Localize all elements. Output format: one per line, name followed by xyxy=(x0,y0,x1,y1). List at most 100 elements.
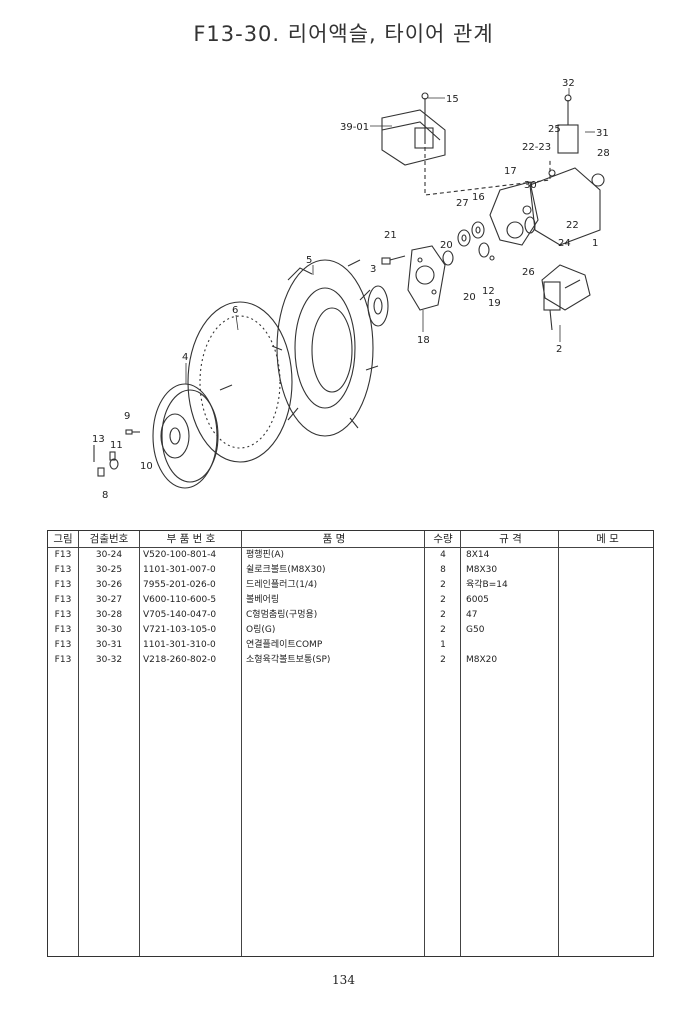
callout-19: 19 xyxy=(488,298,501,309)
header-spec: 규 격 xyxy=(499,533,522,545)
callout-27: 27 xyxy=(456,198,469,209)
table-row: F13 30-24 V520-100-801-4 평행핀(A) 4 8X14 xyxy=(48,548,653,563)
cell-name: 볼베어링 xyxy=(246,595,280,605)
callout-13: 13 xyxy=(92,434,105,445)
column-divider xyxy=(241,531,242,956)
inner-tube-part xyxy=(187,301,293,463)
table-row: F13 30-28 V705-140-047-0 C형멈춤링(구멍용) 2 47 xyxy=(48,608,653,623)
cell-code: 30-26 xyxy=(95,580,123,590)
cell-qty: 2 xyxy=(440,655,446,665)
callout-9: 9 xyxy=(124,411,130,422)
callout-39-01: 39-01 xyxy=(340,122,369,133)
callout-30: 30 xyxy=(524,180,537,191)
callout-28: 28 xyxy=(597,148,610,159)
bearing-parts xyxy=(442,221,495,266)
cell-spec: 6005 xyxy=(466,595,489,605)
cell-qty: 2 xyxy=(440,595,446,605)
cell-part-no: 7955-201-026-0 xyxy=(143,580,216,590)
callout-3: 3 xyxy=(370,264,376,275)
exploded-parts-diagram: 15 39-01 32 25 31 22-23 28 17 30 27 16 2… xyxy=(92,78,610,501)
parts-table: 그림 검출번호 부 품 번 호 품 명 수량 규 격 메 모 F13 30-24… xyxy=(47,530,654,957)
cell-qty: 2 xyxy=(440,610,446,620)
table-header: 그림 검출번호 부 품 번 호 품 명 수량 규 격 메 모 xyxy=(48,532,653,547)
tire-part xyxy=(271,259,379,437)
header-name: 품 명 xyxy=(322,533,346,545)
cell-spec: M8X20 xyxy=(466,655,498,665)
cell-fig: F13 xyxy=(54,655,72,665)
cell-fig: F13 xyxy=(54,550,72,560)
callout-16: 16 xyxy=(472,192,485,203)
cell-spec: 육각B=14 xyxy=(466,580,508,590)
callout-24: 24 xyxy=(558,238,571,249)
callout-26: 26 xyxy=(522,267,535,278)
cell-spec: G50 xyxy=(466,625,485,635)
callout-17: 17 xyxy=(504,166,517,177)
callout-32: 32 xyxy=(562,78,575,89)
column-divider xyxy=(460,531,461,956)
cell-part-no: V721-103-105-0 xyxy=(143,625,217,635)
callout-22: 22 xyxy=(566,220,579,231)
callout-20-upper: 20 xyxy=(440,240,453,251)
cell-qty: 8 xyxy=(440,565,446,575)
callout-2: 2 xyxy=(556,344,562,355)
cell-code: 30-28 xyxy=(95,610,123,620)
flange-part xyxy=(367,285,389,327)
callout-18: 18 xyxy=(417,335,430,346)
cell-part-no: V520-100-801-4 xyxy=(143,550,217,560)
callout-6: 6 xyxy=(232,305,238,316)
cell-fig: F13 xyxy=(54,640,72,650)
cell-qty: 2 xyxy=(440,625,446,635)
cell-name: 연결플레이트COMP xyxy=(246,640,323,650)
callout-12: 12 xyxy=(482,286,495,297)
callout-22-23: 22-23 xyxy=(522,142,551,153)
callout-31: 31 xyxy=(596,128,609,139)
hub-plate-part xyxy=(407,245,446,311)
header-divider xyxy=(48,547,653,548)
callout-8: 8 xyxy=(102,490,108,501)
cell-fig: F13 xyxy=(54,580,72,590)
cell-name: O링(G) xyxy=(246,625,276,635)
callout-21: 21 xyxy=(384,230,397,241)
header-part-no: 부 품 번 호 xyxy=(166,533,216,545)
cell-code: 30-32 xyxy=(95,655,123,665)
cell-name: C형멈춤링(구멍용) xyxy=(246,610,318,620)
cell-fig: F13 xyxy=(54,595,72,605)
cell-spec: M8X30 xyxy=(466,565,498,575)
column-divider xyxy=(558,531,559,956)
cell-spec: 47 xyxy=(466,610,478,620)
cell-name: 평행핀(A) xyxy=(246,550,285,560)
header-fig: 그림 xyxy=(53,533,73,545)
column-divider xyxy=(139,531,140,956)
gear-case-part xyxy=(489,181,539,246)
cell-name: 드레인플러그(1/4) xyxy=(246,580,318,590)
header-code: 검출번호 xyxy=(89,533,129,545)
cell-code: 30-24 xyxy=(95,550,123,560)
table-row: F13 30-32 V218-260-802-0 소형육각볼트보통(SP) 2 … xyxy=(48,653,653,668)
page-number: 134 xyxy=(332,973,355,987)
cell-code: 30-31 xyxy=(95,640,123,650)
cell-qty: 4 xyxy=(440,550,446,560)
axle-tube-part xyxy=(541,264,591,331)
cell-part-no: 1101-301-007-0 xyxy=(143,565,216,575)
callout-20-lower: 20 xyxy=(463,292,476,303)
cell-fig: F13 xyxy=(54,565,72,575)
header-qty: 수량 xyxy=(433,533,453,545)
callout-1: 1 xyxy=(592,238,598,249)
table-row: F13 30-30 V721-103-105-0 O링(G) 2 G50 xyxy=(48,623,653,638)
wheel-bolt-parts xyxy=(93,429,140,477)
table-row: F13 30-27 V600-110-600-5 볼베어링 2 6005 xyxy=(48,593,653,608)
page-title: F13-30. 리어액슬, 타이어 관계 xyxy=(193,22,494,46)
axle-housing-part xyxy=(529,94,605,246)
callout-25: 25 xyxy=(548,124,561,135)
cell-name: 소형육각볼트보통(SP) xyxy=(246,655,331,665)
cell-code: 30-25 xyxy=(95,565,123,575)
cell-part-no: V218-260-802-0 xyxy=(143,655,217,665)
cell-name: 쉴로크볼트(M8X30) xyxy=(246,565,326,575)
callout-4: 4 xyxy=(182,352,188,363)
cell-code: 30-27 xyxy=(95,595,123,605)
cell-fig: F13 xyxy=(54,625,72,635)
wheel-rim-part xyxy=(152,383,219,489)
cell-qty: 1 xyxy=(440,640,446,650)
table-row: F13 30-26 7955-201-026-0 드레인플러그(1/4) 2 육… xyxy=(48,578,653,593)
cell-code: 30-30 xyxy=(95,625,123,635)
